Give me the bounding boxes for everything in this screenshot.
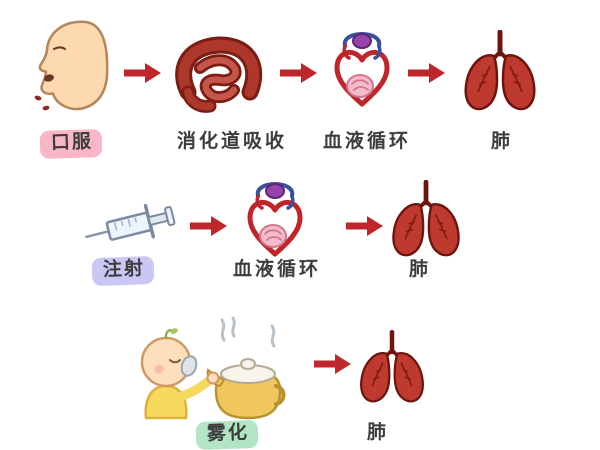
route-label-oral: 口服: [39, 128, 103, 160]
arrow-right-icon: [314, 351, 352, 377]
intestines-icon: [170, 30, 268, 118]
step-label-lungs: 肺: [490, 131, 513, 152]
arrow-right-icon: [124, 60, 162, 86]
baby-with-nebulizer-icon: [128, 306, 293, 424]
head-swallowing-pills-icon: [28, 16, 122, 120]
step-label-lungs: 肺: [408, 259, 431, 280]
heart-circulation-icon: [238, 174, 312, 268]
arrow-right-icon: [190, 213, 228, 239]
heart-circulation-icon: [325, 24, 399, 118]
arrow-right-icon: [408, 60, 446, 86]
step-label-blood-circulation: 血液循环: [322, 131, 411, 152]
arrow-right-icon: [346, 213, 384, 239]
syringe-icon: [80, 190, 180, 262]
step-label-digestive-absorption: 消化道吸收: [176, 131, 287, 152]
lungs-icon: [388, 180, 464, 262]
step-label-lungs: 肺: [366, 422, 389, 443]
arrow-right-icon: [280, 60, 318, 86]
step-label-blood-circulation: 血液循环: [232, 259, 321, 280]
route-label-nebulization: 雾化: [195, 419, 259, 450]
route-label-injection: 注射: [91, 255, 155, 287]
lungs-icon: [356, 330, 428, 408]
lungs-icon: [460, 30, 540, 116]
